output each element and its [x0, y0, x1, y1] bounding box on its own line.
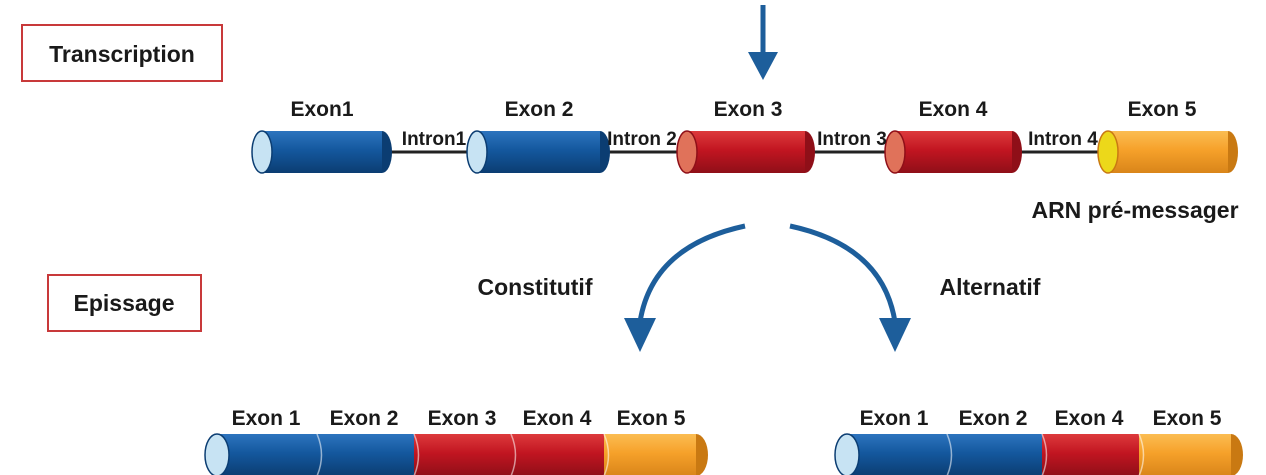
mrna-junction	[510, 433, 517, 475]
mrna-junction	[946, 433, 953, 475]
const-exon-label: Exon 2	[330, 407, 399, 430]
constitutive-label: Constitutif	[478, 274, 593, 300]
intron-label: Intron1	[402, 129, 467, 150]
mrna-exon-segment	[414, 434, 511, 475]
alternative-label: Alternatif	[940, 274, 1041, 300]
mrna-exon-segment	[511, 434, 604, 475]
pre-exon-cylinder	[251, 130, 392, 174]
mrna-exon-segment	[847, 434, 947, 475]
transcription-label: Transcription	[49, 41, 195, 67]
mrna-exon-segment	[947, 434, 1042, 475]
mrna-constitutive-labels: Exon 1 Exon 2 Exon 3 Exon 4 Exon 5	[232, 407, 686, 430]
epissage-box: Epissage	[47, 274, 202, 332]
const-exon-label: Exon 4	[523, 407, 592, 430]
alt-exon-label: Exon 5	[1153, 407, 1222, 430]
const-exon-label: Exon 1	[232, 407, 301, 430]
alternative-arrow	[789, 223, 898, 323]
constitutive-arrow	[637, 223, 746, 323]
mrna-junction	[1041, 433, 1048, 475]
intron-label: Intron 3	[817, 129, 887, 150]
mrna-start-cap	[834, 433, 860, 475]
mrna-alternative-labels: Exon 1 Exon 2 Exon 4 Exon 5	[860, 407, 1222, 430]
mrna-exon-segment	[317, 434, 414, 475]
pre-exon-cylinder	[1097, 130, 1238, 174]
const-exon-label: Exon 3	[428, 407, 497, 430]
mrna-exon-segment	[1139, 434, 1231, 475]
mrna-exon-segment	[604, 434, 696, 475]
pre-exon-cylinder	[884, 130, 1022, 174]
alt-exon-label: Exon 4	[1055, 407, 1124, 430]
mrna-exon-segment	[217, 434, 317, 475]
intron-labels: Intron1 Intron 2 Intron 3 Intron 4	[402, 129, 1098, 150]
pre-mrna-caption: ARN pré-messager	[1031, 197, 1238, 223]
branch-arrows	[624, 223, 911, 352]
pre-exon-cylinder	[676, 130, 815, 174]
pre-exon-label: Exon 5	[1128, 98, 1197, 121]
pre-mrna-exons	[251, 130, 1238, 174]
pre-exon-label: Exon 2	[505, 98, 574, 121]
transcription-arrow	[748, 5, 778, 80]
const-exon-label: Exon 5	[617, 407, 686, 430]
mrna-junction	[603, 433, 610, 475]
mrna-start-cap	[204, 433, 230, 475]
pre-exon-label: Exon1	[290, 98, 353, 121]
pre-mrna-exon-labels: Exon1 Exon 2 Exon 3 Exon 4 Exon 5	[290, 98, 1196, 121]
mrna-alternative	[834, 433, 1243, 475]
alt-exon-label: Exon 2	[959, 407, 1028, 430]
mrna-junction	[316, 433, 323, 475]
intron-label: Intron 4	[1028, 129, 1098, 150]
pre-exon-label: Exon 4	[919, 98, 988, 121]
mrna-constitutive	[204, 433, 708, 475]
constitutive-arrowhead	[624, 318, 656, 352]
mrna-junction	[413, 433, 420, 475]
epissage-label: Epissage	[74, 290, 175, 316]
transcription-box: Transcription	[21, 24, 223, 82]
mrna-junction	[1138, 433, 1145, 475]
intron-label: Intron 2	[607, 129, 677, 150]
alternative-arrowhead	[879, 318, 911, 352]
alt-exon-label: Exon 1	[860, 407, 929, 430]
mrna-exon-segment	[1042, 434, 1139, 475]
pre-exon-label: Exon 3	[714, 98, 783, 121]
pre-exon-cylinder	[466, 130, 610, 174]
